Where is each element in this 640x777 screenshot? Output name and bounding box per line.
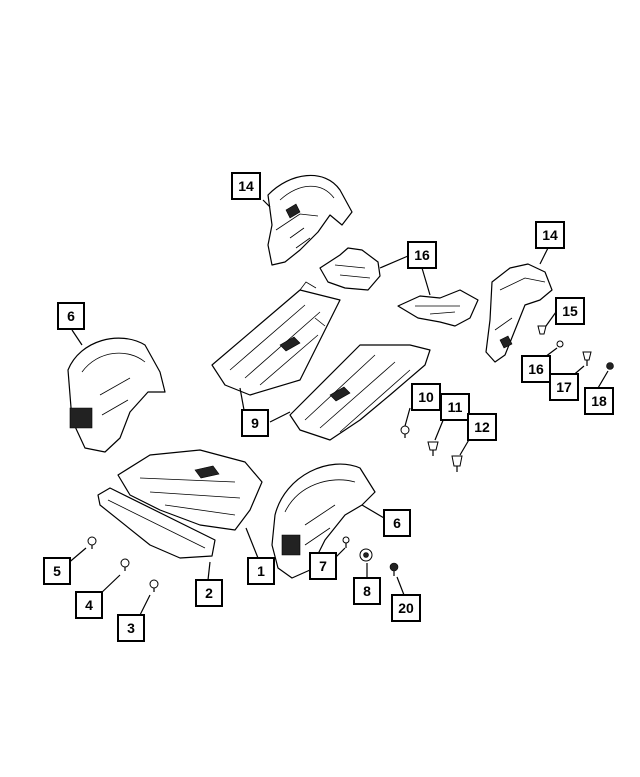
center-bracket-shield-right xyxy=(397,289,479,327)
svg-text:14: 14 xyxy=(238,178,254,194)
svg-text:14: 14 xyxy=(542,227,558,243)
callout-1: 1 xyxy=(247,557,275,585)
callout-14-upper: 14 xyxy=(231,172,261,200)
callout-5: 5 xyxy=(43,557,71,585)
fastener-11 xyxy=(427,441,439,456)
svg-text:18: 18 xyxy=(591,393,607,409)
fastener-12 xyxy=(451,455,463,472)
callout-3: 3 xyxy=(117,614,145,642)
svg-text:4: 4 xyxy=(85,597,93,613)
svg-text:11: 11 xyxy=(448,399,463,415)
svg-text:1: 1 xyxy=(257,563,265,579)
callout-9: 9 xyxy=(241,409,269,437)
underbody-shield-right xyxy=(289,344,431,441)
svg-text:6: 6 xyxy=(67,308,75,324)
svg-text:16: 16 xyxy=(528,361,544,377)
svg-text:2: 2 xyxy=(205,585,213,601)
fastener-20 xyxy=(389,562,399,576)
center-bracket-shield-left xyxy=(319,247,381,291)
upper-wheelhouse-liner xyxy=(267,175,353,266)
callout-12: 12 xyxy=(467,413,497,441)
front-air-deflector xyxy=(97,487,216,559)
callout-7: 7 xyxy=(309,552,337,580)
rear-wheelhouse-liner xyxy=(485,263,553,363)
callout-6-right: 6 xyxy=(383,509,411,537)
callout-15: 15 xyxy=(555,297,585,325)
callout-18: 18 xyxy=(584,387,614,415)
fastener-16 xyxy=(556,340,564,348)
callout-16: 16 xyxy=(521,355,551,383)
svg-text:12: 12 xyxy=(474,419,490,435)
front-skid-plate xyxy=(117,449,263,531)
svg-text:17: 17 xyxy=(556,379,572,395)
fastener-5 xyxy=(87,536,97,549)
front-wheelhouse-liner-left xyxy=(67,337,166,453)
callout-13: 16 xyxy=(407,241,437,269)
svg-text:16: 16 xyxy=(414,247,430,263)
svg-text:10: 10 xyxy=(418,389,434,405)
front-wheelhouse-liner-right xyxy=(271,463,376,579)
callout-2: 2 xyxy=(195,579,223,607)
callout-6-left: 6 xyxy=(57,302,85,330)
callout-4: 4 xyxy=(75,591,103,619)
callout-10: 10 xyxy=(411,383,441,411)
fastener-8 xyxy=(359,548,373,562)
fastener-4 xyxy=(120,558,130,571)
fastener-18 xyxy=(606,362,614,370)
callout-17: 17 xyxy=(549,373,579,401)
svg-text:5: 5 xyxy=(53,563,61,579)
callout-11: 11 xyxy=(440,393,470,421)
svg-text:15: 15 xyxy=(562,303,578,319)
svg-text:6: 6 xyxy=(393,515,401,531)
svg-text:20: 20 xyxy=(398,600,414,616)
callout-14-right: 14 xyxy=(535,221,565,249)
svg-text:8: 8 xyxy=(363,583,371,599)
svg-text:9: 9 xyxy=(251,415,259,431)
svg-text:3: 3 xyxy=(127,620,135,636)
fastener-3 xyxy=(149,579,159,592)
underbody-shield-left xyxy=(211,281,341,396)
svg-text:7: 7 xyxy=(319,558,327,574)
fastener-17 xyxy=(582,351,592,366)
callout-20: 20 xyxy=(391,594,421,622)
fastener-15 xyxy=(537,325,547,335)
callout-8: 8 xyxy=(353,577,381,605)
fastener-7 xyxy=(342,536,350,548)
fastener-10 xyxy=(400,425,410,438)
